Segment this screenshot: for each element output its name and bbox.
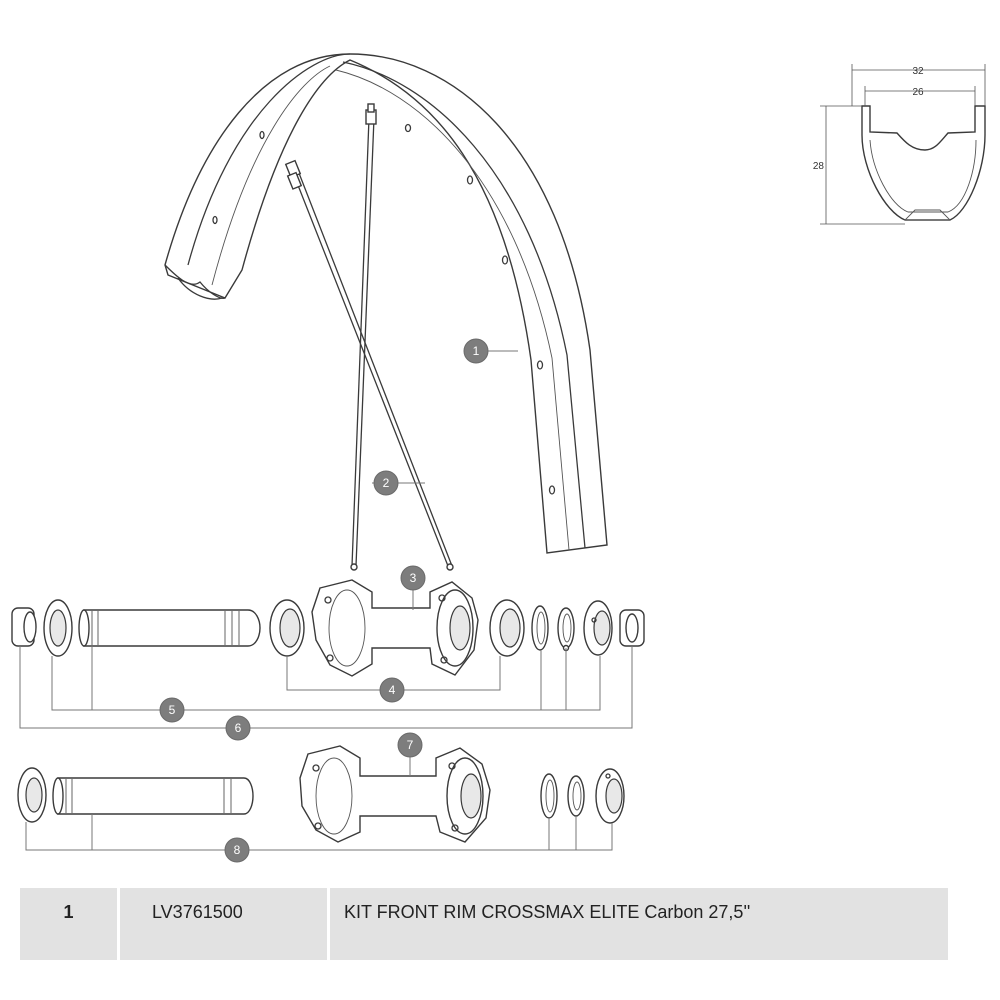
part-reference: LV3761500 bbox=[152, 902, 243, 922]
rim-drawing bbox=[164, 53, 608, 554]
exploded-wheel-diagram: 32 26 28 bbox=[11, 53, 986, 863]
callout-4: 4 bbox=[379, 677, 405, 703]
callout-2-label: 2 bbox=[383, 476, 390, 490]
callout-7: 7 bbox=[397, 732, 423, 758]
profile-outer-width: 32 bbox=[912, 66, 924, 77]
callout-3: 3 bbox=[400, 565, 426, 591]
rim-profile: 32 26 28 bbox=[813, 64, 986, 225]
column-divider bbox=[117, 888, 120, 960]
callout-7-label: 7 bbox=[407, 738, 414, 752]
column-divider bbox=[327, 888, 330, 960]
callout-1: 1 bbox=[463, 338, 489, 364]
callout-4-label: 4 bbox=[389, 683, 396, 697]
callout-5: 5 bbox=[159, 697, 185, 723]
part-description: KIT FRONT RIM CROSSMAX ELITE Carbon 27,5… bbox=[344, 902, 751, 922]
callout-5-label: 5 bbox=[169, 703, 176, 717]
profile-height: 28 bbox=[813, 161, 825, 172]
callout-6: 6 bbox=[225, 715, 251, 741]
hub-assembly-2 bbox=[17, 745, 625, 843]
callout-8: 8 bbox=[224, 837, 250, 863]
callout-3-label: 3 bbox=[410, 571, 417, 585]
callout-1-label: 1 bbox=[473, 344, 480, 358]
profile-inner-width: 26 bbox=[912, 87, 924, 98]
spokes-drawing bbox=[284, 103, 454, 571]
callout-2: 2 bbox=[373, 470, 399, 496]
parts-table-row: 1 LV3761500 KIT FRONT RIM CROSSMAX ELITE… bbox=[20, 888, 948, 960]
part-number: 1 bbox=[63, 902, 74, 922]
callout-8-label: 8 bbox=[234, 843, 241, 857]
callout-6-label: 6 bbox=[235, 721, 242, 735]
hub-assembly-1 bbox=[11, 579, 645, 677]
